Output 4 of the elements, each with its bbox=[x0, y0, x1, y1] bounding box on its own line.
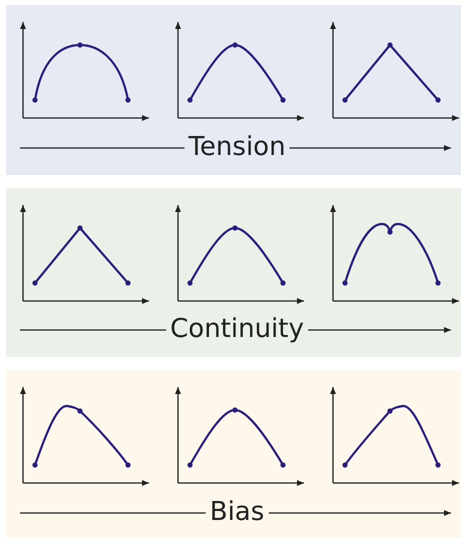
parameter-panel bbox=[6, 188, 461, 357]
parameter-panel bbox=[6, 370, 461, 538]
parameter-label: Continuity bbox=[166, 314, 308, 344]
parameter-panel bbox=[6, 5, 461, 175]
